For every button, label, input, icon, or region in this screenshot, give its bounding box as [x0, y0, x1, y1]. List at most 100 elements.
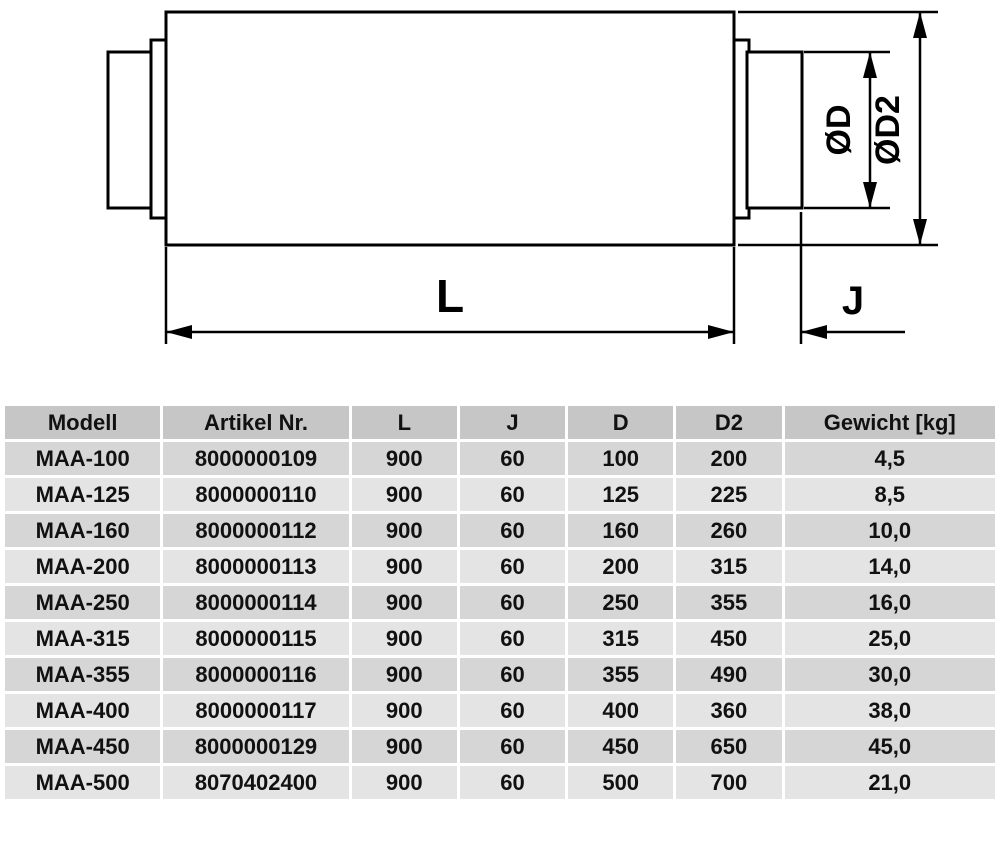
- table-cell: 60: [459, 622, 566, 655]
- column-header: Artikel Nr.: [163, 406, 349, 439]
- table-cell: 315: [676, 550, 782, 583]
- table-cell: 900: [351, 586, 457, 619]
- table-cell: 8000000115: [163, 622, 349, 655]
- table-cell: 8000000114: [163, 586, 349, 619]
- table-cell: 14,0: [784, 550, 995, 583]
- table-cell: 60: [459, 658, 566, 691]
- table-cell: 900: [351, 730, 457, 763]
- table-cell: 4,5: [784, 442, 995, 475]
- table-cell: 260: [676, 514, 782, 547]
- table-cell: MAA-500: [5, 766, 161, 799]
- table-cell: 10,0: [784, 514, 995, 547]
- table-cell: 8000000113: [163, 550, 349, 583]
- arrowhead-down-icon: [913, 219, 927, 245]
- table-cell: 60: [459, 478, 566, 511]
- arrowhead-down-icon: [863, 182, 877, 208]
- table-cell: MAA-100: [5, 442, 161, 475]
- table-cell: 650: [676, 730, 782, 763]
- table-cell: 490: [676, 658, 782, 691]
- table-cell: 250: [568, 586, 674, 619]
- table-cell: 8000000109: [163, 442, 349, 475]
- table-cell: 16,0: [784, 586, 995, 619]
- dim-label-d2: ØD2: [869, 95, 907, 165]
- table-cell: MAA-450: [5, 730, 161, 763]
- table-cell: 355: [568, 658, 674, 691]
- table-cell: 60: [459, 442, 566, 475]
- table-cell: 8000000110: [163, 478, 349, 511]
- arrowhead-left-icon: [166, 325, 192, 339]
- table-cell: 900: [351, 478, 457, 511]
- table-cell: 8000000129: [163, 730, 349, 763]
- table-cell: 900: [351, 622, 457, 655]
- table-cell: 60: [459, 550, 566, 583]
- table-cell: 30,0: [784, 658, 995, 691]
- table-cell: 200: [568, 550, 674, 583]
- table-cell: 700: [676, 766, 782, 799]
- column-header: D: [568, 406, 674, 439]
- table-cell: 900: [351, 658, 457, 691]
- dim-label-j: J: [842, 279, 864, 323]
- table-cell: 450: [568, 730, 674, 763]
- table-cell: 200: [676, 442, 782, 475]
- table-cell: 315: [568, 622, 674, 655]
- right-pipe: [745, 50, 804, 210]
- column-header: L: [351, 406, 457, 439]
- table-cell: MAA-400: [5, 694, 161, 727]
- table-cell: 8000000112: [163, 514, 349, 547]
- silencer-drawing: ØD ØD2 L J: [0, 0, 1000, 400]
- table-cell: MAA-125: [5, 478, 161, 511]
- column-header: D2: [676, 406, 782, 439]
- column-header: Modell: [5, 406, 161, 439]
- column-header: J: [459, 406, 566, 439]
- table-cell: 900: [351, 694, 457, 727]
- table-cell: 60: [459, 514, 566, 547]
- arrowhead-right-icon: [708, 325, 734, 339]
- table-cell: 60: [459, 694, 566, 727]
- arrowhead-up-icon: [913, 12, 927, 38]
- table-cell: 21,0: [784, 766, 995, 799]
- table-cell: 225: [676, 478, 782, 511]
- table-cell: 360: [676, 694, 782, 727]
- table-cell: 900: [351, 550, 457, 583]
- dim-label-l: L: [436, 270, 464, 322]
- table-cell: 45,0: [784, 730, 995, 763]
- silencer-body: [164, 10, 736, 247]
- table-cell: 900: [351, 442, 457, 475]
- table-cell: 25,0: [784, 622, 995, 655]
- table-cell: 60: [459, 730, 566, 763]
- table-cell: 450: [676, 622, 782, 655]
- table-cell: MAA-355: [5, 658, 161, 691]
- left-pipe: [106, 50, 156, 210]
- table-cell: 355: [676, 586, 782, 619]
- column-header: Gewicht [kg]: [784, 406, 995, 439]
- table-cell: 500: [568, 766, 674, 799]
- table-cell: 100: [568, 442, 674, 475]
- table-cell: MAA-160: [5, 514, 161, 547]
- arrowhead-up-icon: [863, 52, 877, 78]
- table-cell: 60: [459, 766, 566, 799]
- table-cell: 8,5: [784, 478, 995, 511]
- table-cell: 160: [568, 514, 674, 547]
- silencer-drawing-svg: ØD ØD2 L J: [106, 10, 938, 344]
- table-cell: MAA-315: [5, 622, 161, 655]
- table-cell: MAA-250: [5, 586, 161, 619]
- table-cell: 60: [459, 586, 566, 619]
- table-cell: 400: [568, 694, 674, 727]
- table-cell: 38,0: [784, 694, 995, 727]
- table-cell: 125: [568, 478, 674, 511]
